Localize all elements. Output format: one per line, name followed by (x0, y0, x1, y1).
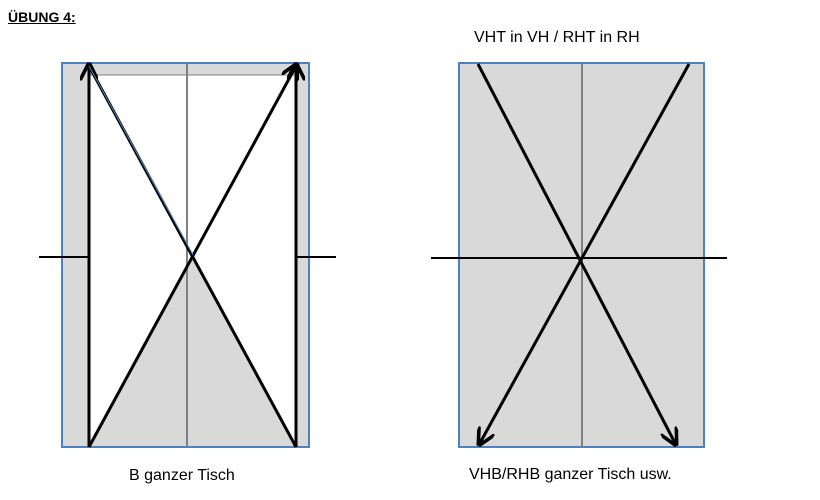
right-diagram (431, 62, 727, 447)
right-diagram-bottom-caption: VHB/RHB ganzer Tisch usw. (469, 466, 672, 483)
right-diagonal-1 (476, 63, 675, 443)
left-diagram (39, 63, 336, 448)
left-white-triangle (89, 75, 296, 255)
left-diagram-caption: B ganzer Tisch (129, 467, 235, 484)
right-diagram-top-caption: VHT in VH / RHT in RH (474, 29, 640, 46)
left-white-wedge-right (193, 75, 296, 447)
exercise-title: ÜBUNG 4: (8, 9, 76, 25)
left-white-wedge-left (89, 75, 193, 447)
left-diagonal-thin (88, 65, 194, 256)
right-diagonal-2 (480, 63, 691, 443)
